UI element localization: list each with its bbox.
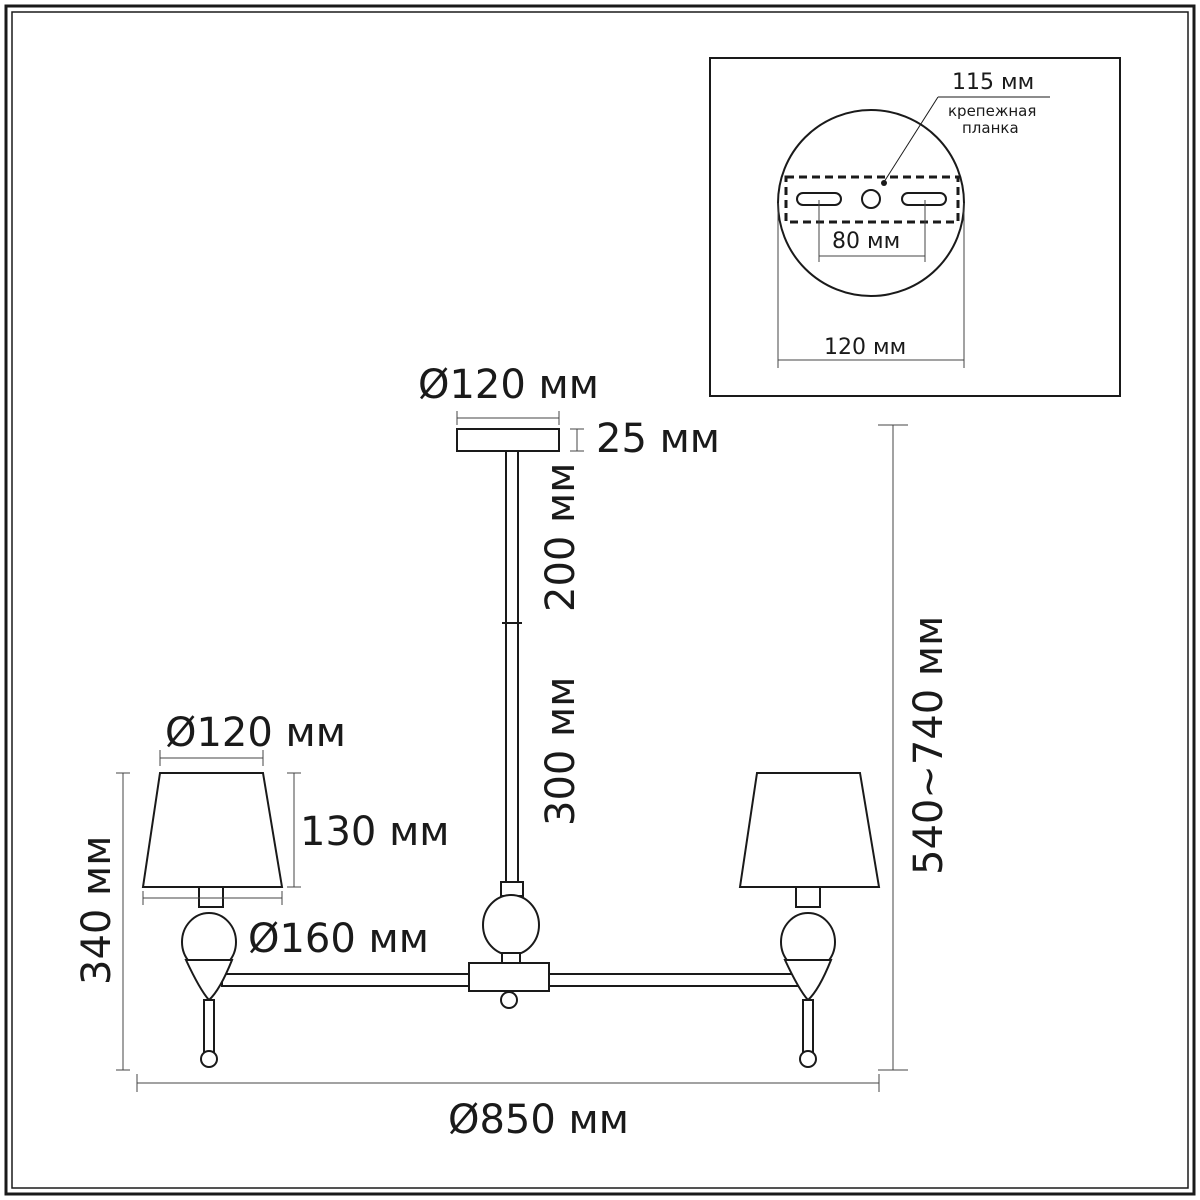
left-lamp (141, 772, 284, 1068)
center-block (468, 962, 550, 992)
overall-diameter-label: Ø850 мм (448, 1097, 629, 1143)
plate-leader-line (883, 96, 939, 183)
slot-right (901, 192, 947, 206)
outer-frame (4, 4, 1196, 1196)
center-neck (501, 952, 521, 964)
center-finial (500, 991, 518, 1009)
shade-height-label: 130 мм (300, 809, 449, 855)
canopy-circle (777, 109, 965, 297)
total-height-dimension: 540~740 мм (878, 424, 952, 1071)
hole-spacing-label: 80 мм (832, 229, 900, 254)
chandelier (141, 428, 881, 1068)
right-socket (795, 886, 821, 908)
rod-segment-1-label: 200 мм (538, 463, 584, 612)
plate-size-label: 115 мм (952, 70, 1034, 95)
canopy-height-dimension: 25 мм (570, 416, 720, 462)
shade-height-dimension: 130 мм (287, 772, 449, 888)
overall-diameter-dimension: Ø850 мм (136, 1074, 880, 1143)
canopy-diameter-label: Ø120 мм (418, 362, 599, 408)
plate-note-line2: планка (962, 119, 1019, 137)
left-shade (141, 772, 284, 888)
right-shade (738, 772, 881, 888)
center-ball (482, 894, 540, 956)
plate-note-line1: крепежная (948, 102, 1036, 120)
shade-bottom-diameter-label: Ø160 мм (248, 916, 429, 962)
mounting-plate-inset: 115 мм крепежная планка 80 мм 120 мм (709, 57, 1121, 397)
canopy-diameter-dimension: Ø120 мм (418, 362, 599, 425)
rod-collar (500, 881, 524, 897)
arm-height-label: 340 мм (74, 836, 120, 985)
arm-height-dimension: 340 мм (74, 772, 130, 1071)
rod-upper (505, 450, 519, 624)
inner-frame (11, 11, 1189, 1189)
rod-segment-2-label: 300 мм (538, 677, 584, 826)
canopy-height-label: 25 мм (596, 416, 720, 462)
mounting-plate (784, 175, 960, 224)
left-stem (203, 999, 215, 1053)
right-stem (802, 999, 814, 1053)
shade-diameter-dimension: Ø120 мм (159, 710, 346, 766)
total-height-label: 540~740 мм (906, 616, 952, 875)
shade-diameter-label: Ø120 мм (165, 710, 346, 756)
shade-bottom-diameter-dimension: Ø160 мм (142, 891, 429, 962)
rod-lower (505, 622, 519, 886)
right-lamp (738, 772, 881, 1068)
inset-frame (709, 57, 1121, 397)
left-finial (200, 1050, 218, 1068)
canopy (456, 428, 560, 452)
canopy-width-label: 120 мм (824, 335, 906, 360)
plate-leader-dot (881, 180, 887, 186)
center-hole (861, 189, 881, 209)
right-finial (799, 1050, 817, 1068)
left-socket (198, 886, 224, 908)
